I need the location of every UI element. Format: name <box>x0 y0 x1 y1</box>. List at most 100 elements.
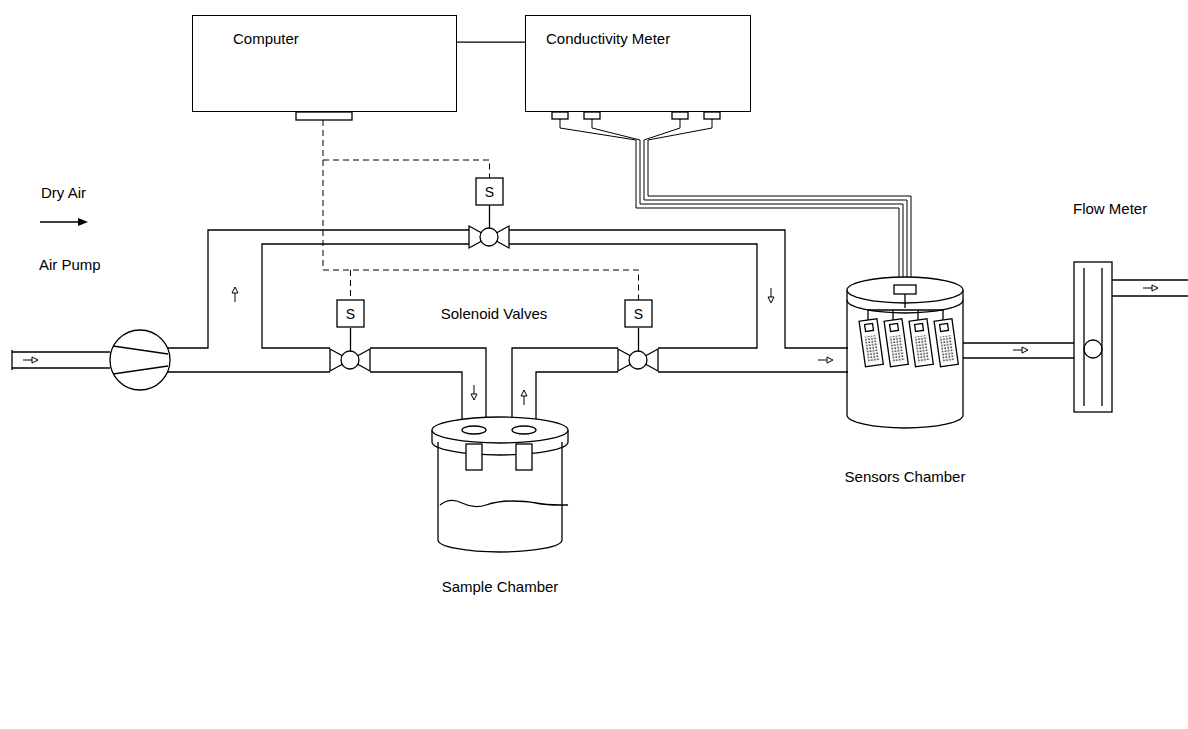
part-label: Air Pump <box>38 256 102 274</box>
drawing-polyline <box>262 244 472 348</box>
drawing-polyline <box>323 270 639 300</box>
drawing-line <box>437 442 438 540</box>
drawing-polyline <box>868 310 943 320</box>
drawing-polyline <box>506 230 848 348</box>
drawing-line <box>1083 268 1084 406</box>
valves <box>330 226 658 371</box>
drawing-rect <box>864 335 880 362</box>
drawing-path <box>438 540 562 552</box>
part-label: Sample Chamber <box>441 578 560 596</box>
drawing-polyline <box>506 244 757 348</box>
drawing-polyline <box>168 230 472 348</box>
drawing-use <box>521 390 527 405</box>
drawing-rect <box>884 319 908 367</box>
drawing-use <box>232 287 238 302</box>
drawing-rect <box>337 300 364 327</box>
drawing-polyline <box>658 371 848 372</box>
solenoids <box>337 178 652 351</box>
drawing-rect <box>704 112 720 119</box>
drawing-use <box>471 385 477 400</box>
drawing-g <box>909 319 933 367</box>
solenoid-letter: S <box>484 183 495 201</box>
drawing-line <box>1112 295 1188 296</box>
drawing-line <box>12 351 110 352</box>
pipes <box>12 230 1188 428</box>
drawing-rect <box>934 319 958 367</box>
control-wires <box>323 120 639 300</box>
drawing-ellipse <box>512 426 536 434</box>
drawing-rect <box>672 112 688 119</box>
drawing-line <box>962 290 963 415</box>
solenoid-letter: S <box>345 305 356 323</box>
drawing-path <box>440 500 568 506</box>
drawing-g <box>884 319 908 367</box>
drawing-rect <box>889 335 905 362</box>
drawing-use <box>1013 347 1028 353</box>
flow-meter <box>1074 262 1112 412</box>
drawing-line <box>12 367 110 368</box>
drawing-line <box>846 290 847 415</box>
dry-air-arrow <box>40 218 88 226</box>
sensors-chamber <box>847 277 963 428</box>
drawing-use <box>330 349 370 371</box>
drawing-rect <box>915 323 924 331</box>
drawing-polyline <box>168 371 330 372</box>
drawing-rect <box>584 112 600 119</box>
drawing-rect <box>466 444 482 470</box>
drawing-g <box>859 319 883 367</box>
drawing-path <box>432 442 568 455</box>
drawing-polyline <box>370 372 462 428</box>
drawing-line <box>489 205 490 228</box>
drawing-line <box>11 350 12 370</box>
sample-chamber <box>432 417 568 552</box>
air-pump <box>110 330 170 390</box>
drawing-line <box>561 442 562 540</box>
drawing-rect <box>865 323 874 331</box>
drawing-rect <box>940 323 949 331</box>
drawing-polyline <box>370 348 486 428</box>
drawing-circle <box>1084 340 1102 358</box>
drawing-rect <box>476 178 503 205</box>
drawing-line <box>1101 268 1102 406</box>
drawing-rect <box>890 323 899 331</box>
drawing-polyline <box>648 119 911 286</box>
drawing-line <box>40 221 78 223</box>
drawing-rect <box>552 112 568 119</box>
solenoid-letter: S <box>633 305 644 323</box>
drawing-line <box>323 120 324 270</box>
drawing-g <box>934 319 958 367</box>
drawing-polyline <box>644 119 907 286</box>
drawing-rect <box>939 335 955 362</box>
drawing-polyline <box>904 294 905 308</box>
drawing-line <box>892 310 893 320</box>
drawing-line <box>113 346 168 354</box>
drawing-rect <box>909 319 933 367</box>
drawing-line <box>963 357 1074 358</box>
drawing-line <box>350 270 351 300</box>
drawing-line <box>917 310 918 320</box>
drawing-ellipse <box>462 426 486 434</box>
drawing-rect <box>516 444 532 470</box>
box-label: Computer <box>233 30 299 48</box>
drawing-rect <box>296 112 352 120</box>
drawing-line <box>638 328 639 351</box>
part-label: Dry Air <box>40 184 87 202</box>
drawing-polyline <box>512 348 618 428</box>
drawing-use <box>818 357 833 363</box>
drawing-use <box>1143 285 1158 291</box>
drawing-use <box>768 288 774 303</box>
drawing-line <box>350 328 351 351</box>
drawing-use <box>23 357 38 363</box>
drawing-polyline <box>560 119 899 286</box>
drawing-circle <box>110 330 170 390</box>
drawing-ellipse <box>432 417 568 443</box>
box-label: Conductivity Meter <box>546 30 670 48</box>
drawing-rect <box>625 300 652 327</box>
flow-arrows <box>23 285 1158 405</box>
part-label: Sensors Chamber <box>844 468 967 486</box>
part-label: Solenoid Valves <box>440 305 548 323</box>
drawing-rect <box>859 319 883 367</box>
drawing-rect <box>894 285 916 294</box>
drawing-polyline <box>323 160 490 178</box>
